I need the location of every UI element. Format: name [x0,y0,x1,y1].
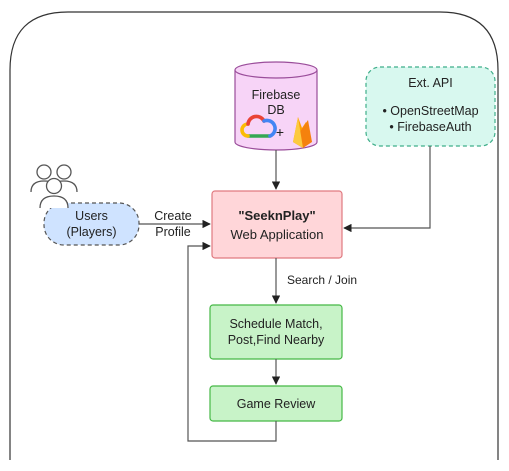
firebase-icon [293,117,312,148]
firebase-plus-sign: + [275,124,285,140]
edge-label-create-profile: Create Profile [145,208,201,240]
schedule-label: Schedule Match, Post,Find Nearby [210,305,342,359]
users-icon [30,164,78,209]
firebase-title: Firebase [251,88,301,102]
users-line-1: Users [75,209,108,223]
webapp-subtitle: Web Application [230,226,324,242]
edge-extapi-to-webapp [343,146,431,233]
webapp-label: "SeeknPlay" Web Application [212,191,342,258]
schedule-line-1: Schedule Match, [229,317,323,331]
create-profile-line-2: Profile [155,225,191,239]
edge-label-search-join: Search / Join [287,273,358,287]
ext-api-item-firebaseauth: • FirebaseAuth [389,120,472,134]
firebase-subtitle: DB [267,103,285,117]
edge-review-loop-to-webapp [187,241,277,442]
ext-api-content: Ext. API • OpenStreetMap • FirebaseAuth [366,67,495,146]
ext-api-title: Ext. API [408,76,453,90]
webapp-box [211,190,343,259]
webapp-name: "SeeknPlay" [238,207,316,223]
users-line-2: (Players) [66,225,117,239]
ext-api-item-openstreetmap: • OpenStreetMap [382,104,479,118]
users-label: Users (Players) [44,203,139,245]
review-label: Game Review [236,396,316,411]
create-profile-line-1: Create [154,209,192,223]
schedule-line-2: Post,Find Nearby [227,333,325,347]
google-cloud-icon [240,114,277,138]
outer-frame [9,11,499,460]
